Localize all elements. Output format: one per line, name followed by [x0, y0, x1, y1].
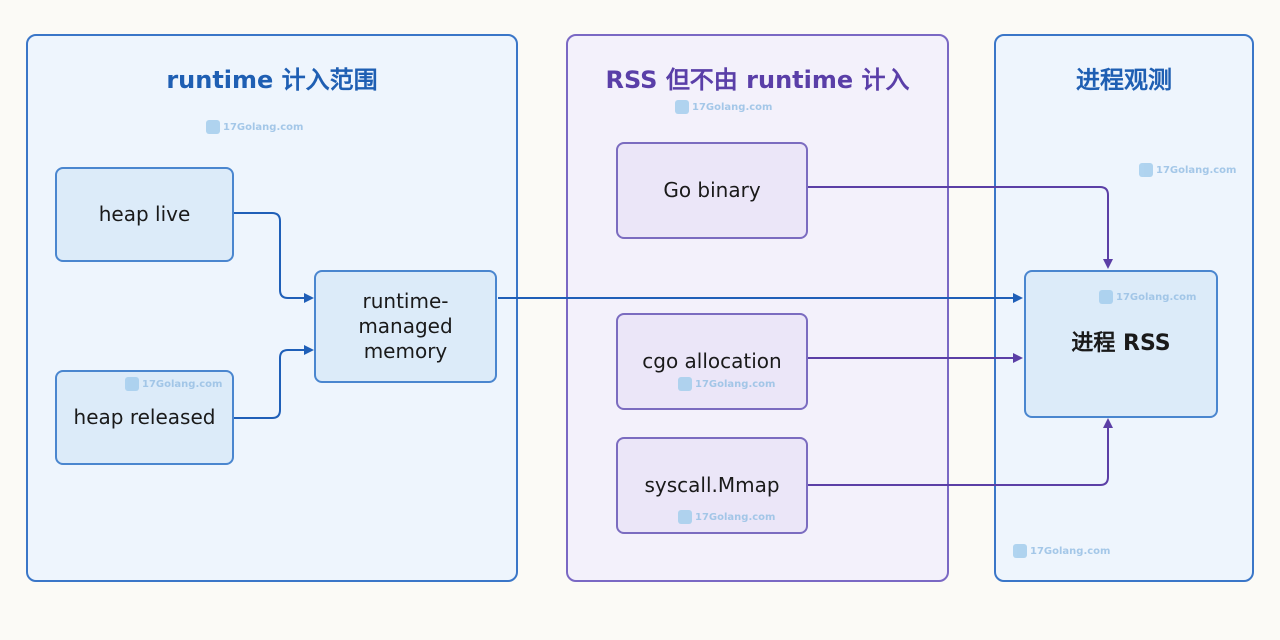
watermark-text: 17Golang.com — [695, 511, 776, 523]
watermark-text: 17Golang.com — [1030, 545, 1111, 557]
watermark-text: 17Golang.com — [692, 101, 773, 113]
node-go-binary: Go binary — [616, 142, 808, 239]
watermark: 17Golang.com — [678, 510, 775, 524]
watermark: 17Golang.com — [125, 377, 222, 391]
watermark: 17Golang.com — [1013, 544, 1110, 558]
watermark-logo-icon — [1013, 544, 1027, 558]
rss-outside-runtime-title: RSS 但不由 runtime 计入 — [605, 66, 910, 94]
watermark-logo-icon — [678, 510, 692, 524]
watermark-logo-icon — [678, 377, 692, 391]
runtime-scope-title: runtime 计入范围 — [166, 66, 378, 94]
watermark-logo-icon — [1099, 290, 1113, 304]
node-heap-live: heap live — [55, 167, 234, 262]
node-runtime-managed-memory: runtime-managed memory — [314, 270, 497, 383]
watermark-text: 17Golang.com — [142, 378, 223, 390]
watermark-logo-icon — [1139, 163, 1153, 177]
watermark-text: 17Golang.com — [223, 121, 304, 133]
watermark-text: 17Golang.com — [1116, 291, 1197, 303]
watermark-text: 17Golang.com — [1156, 164, 1237, 176]
node-heap-released: heap released — [55, 370, 234, 465]
node-syscall-mmap: syscall.Mmap — [616, 437, 808, 534]
watermark-logo-icon — [206, 120, 220, 134]
watermark: 17Golang.com — [1139, 163, 1236, 177]
watermark: 17Golang.com — [678, 377, 775, 391]
node-cgo-allocation: cgo allocation — [616, 313, 808, 410]
watermark: 17Golang.com — [1099, 290, 1196, 304]
watermark-text: 17Golang.com — [695, 378, 776, 390]
node-process-rss: 进程 RSS — [1024, 270, 1218, 418]
process-observe-title: 进程观测 — [1076, 66, 1172, 94]
watermark-logo-icon — [125, 377, 139, 391]
watermark: 17Golang.com — [675, 100, 772, 114]
watermark: 17Golang.com — [206, 120, 303, 134]
watermark-logo-icon — [675, 100, 689, 114]
